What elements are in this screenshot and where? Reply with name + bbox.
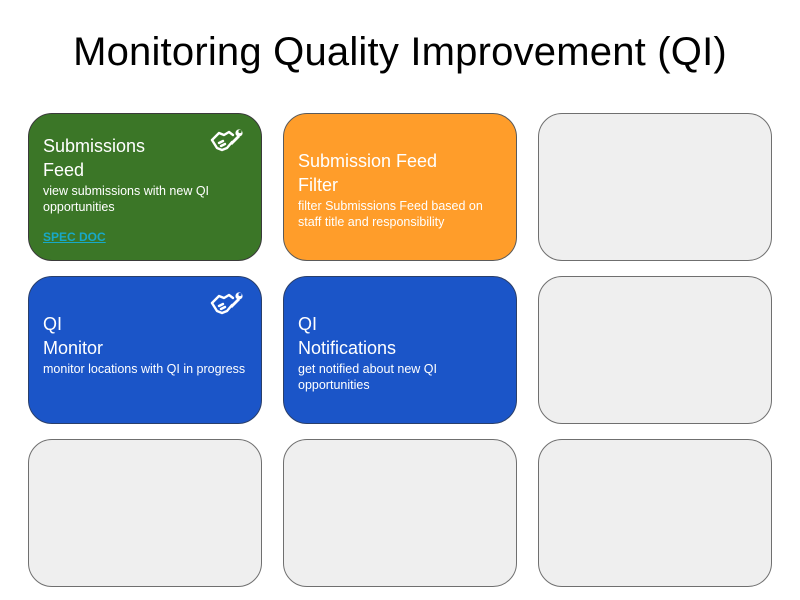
submission-feed-filter-card[interactable]: Submission Feed Filter filter Submission… — [283, 113, 517, 261]
qi-notifications-card[interactable]: QI Notifications get notified about new … — [283, 276, 517, 424]
qi-monitor-card[interactable]: QI Monitor monitor locations with QI in … — [28, 276, 262, 424]
card-title-line-2: Notifications — [298, 338, 397, 358]
card-description: view submissions with new QI opportuniti… — [43, 184, 210, 214]
card-title-line-1: Submissions — [43, 136, 146, 156]
card-title-line-2: Monitor — [43, 338, 104, 358]
empty-card — [28, 439, 262, 587]
empty-card — [538, 276, 772, 424]
page-title: Monitoring Quality Improvement (QI) — [73, 30, 727, 74]
spec-doc-link[interactable]: SPEC DOC — [43, 230, 106, 244]
card-title: Submission Feed Filter — [298, 149, 502, 197]
card-description: get notified about new QI opportunities — [298, 362, 437, 392]
card-description: filter Submissions Feed based on staff t… — [298, 199, 483, 229]
card-title-line-2: Filter — [298, 175, 338, 195]
card-title-line-2: Feed — [43, 160, 85, 180]
card-description: monitor locations with QI in progress — [43, 362, 246, 376]
empty-card — [283, 439, 517, 587]
handshake-wrench-icon — [210, 129, 243, 152]
card-title-line-1: QI — [43, 314, 63, 334]
card-title: QI Notifications — [298, 312, 502, 360]
empty-card — [538, 439, 772, 587]
card-title: Submissions Feed — [43, 134, 247, 182]
card-title-line-1: QI — [298, 314, 318, 334]
card-title-line-1: Submission Feed — [298, 151, 438, 171]
card-title: QI Monitor — [43, 312, 247, 360]
submissions-feed-card[interactable]: Submissions Feed view submissions with n… — [28, 113, 262, 261]
handshake-wrench-icon — [210, 292, 243, 315]
empty-card — [538, 113, 772, 261]
